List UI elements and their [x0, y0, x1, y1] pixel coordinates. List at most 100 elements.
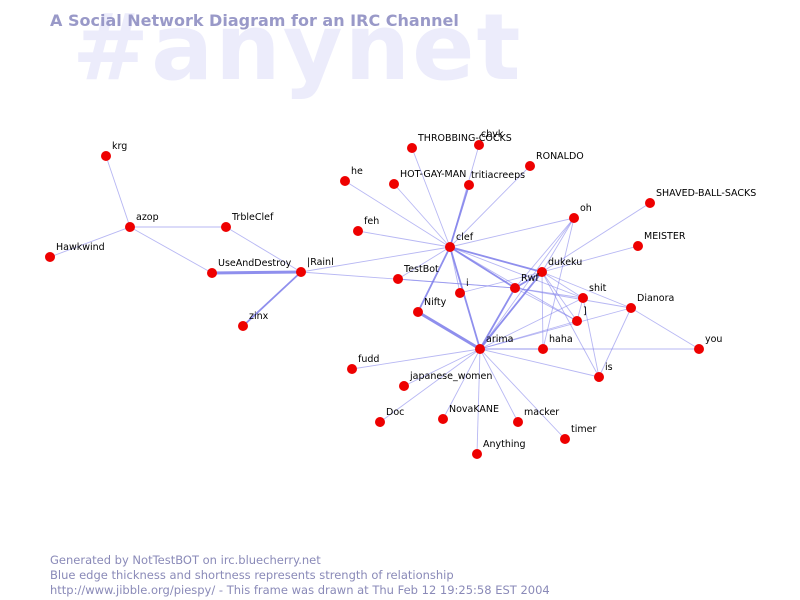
node-label: clef: [456, 232, 474, 243]
node-nifty: Nifty: [413, 297, 447, 317]
node-dot: [475, 344, 485, 354]
node-dot: [537, 267, 547, 277]
node-clef: clef: [445, 232, 474, 252]
node-label: oh: [580, 203, 592, 214]
node-dot: [221, 222, 231, 232]
node-label: haha: [549, 334, 573, 345]
node-dot: [572, 316, 582, 326]
node-zinx: zinx: [238, 311, 269, 331]
node-label: macker: [524, 407, 559, 418]
node-dot: [626, 303, 636, 313]
edge-clef-arima: [449, 246, 481, 350]
node-label: ]: [583, 306, 587, 317]
edge-clef-shit: [449, 246, 584, 299]
node-is: is: [594, 362, 613, 382]
node-dot: [633, 241, 643, 251]
node-dot: [375, 417, 385, 427]
node-label: UseAndDestroy: [218, 258, 292, 269]
node-he: he: [340, 166, 363, 186]
edge-dukeku-dianora: [541, 271, 632, 309]
node-dot: [340, 176, 350, 186]
node-label: zinx: [249, 311, 269, 322]
edge-clef-nifty: [417, 246, 451, 313]
node-layer: krgazopHawkwindTrbleClefUseAndDestroy|Ra…: [45, 129, 756, 459]
edge-trbleclef-rainl: [225, 226, 302, 273]
node-dot: [393, 274, 403, 284]
edge-layer: [49, 144, 700, 455]
node-you: you: [694, 334, 722, 354]
node-dot: [510, 283, 520, 293]
node-label: fudd: [358, 354, 379, 365]
edge-he-clef: [344, 180, 451, 248]
edge-arima-macker: [479, 348, 519, 423]
node-rwf: Rwf: [510, 273, 539, 293]
edge-dianora-is: [598, 307, 632, 378]
node-dot: [472, 449, 482, 459]
node-haha: haha: [538, 334, 573, 354]
node-meister: MEISTER: [633, 231, 686, 251]
edge-ronaldo-clef: [449, 165, 531, 248]
node-dot: [560, 434, 570, 444]
node-useanddestroy: UseAndDestroy: [207, 258, 292, 278]
node-dot: [101, 151, 111, 161]
node-label: Anything: [483, 439, 526, 450]
node-label: feh: [364, 216, 379, 227]
edge-rainl-zinx: [242, 271, 302, 327]
edge-rwf-oh: [514, 217, 575, 289]
node-dot: [399, 381, 409, 391]
edge-oh-haha: [542, 217, 575, 350]
node-dot: [645, 198, 655, 208]
node-feh: feh: [353, 216, 379, 236]
edge-dukeku-shaved: [541, 202, 651, 273]
node-label: Rwf: [521, 273, 539, 284]
node-dot: [525, 161, 535, 171]
node-dot: [238, 321, 248, 331]
node-hawkwind: Hawkwind: [45, 242, 105, 262]
node-dot: [347, 364, 357, 374]
node-dot: [474, 140, 484, 150]
node-label: timer: [571, 424, 596, 435]
node-arima: arima: [475, 334, 513, 354]
edge-rwf-dukeku: [514, 271, 543, 289]
edge-dukeku-haha: [541, 271, 544, 350]
node-doc: Doc: [375, 407, 404, 427]
edge-rwf-bracket: [514, 287, 578, 322]
edge-azop-useanddestroy: [129, 226, 213, 274]
node-dot: [464, 180, 474, 190]
node-label: TestBot: [403, 264, 439, 275]
node-bracket: ]: [572, 306, 587, 326]
footer-source-line: http://www.jibble.org/piespy/ - This fra…: [50, 583, 550, 597]
edge-dukeku-is: [541, 271, 600, 378]
node-dot: [594, 372, 604, 382]
edge-nifty-arima: [417, 310, 481, 351]
edge-arima-oh: [479, 217, 575, 350]
node-dot: [538, 344, 548, 354]
node-label: TrbleClef: [231, 212, 274, 223]
edge-clef-dukeku: [449, 246, 543, 273]
edge-arima-dukeku: [479, 271, 543, 350]
node-dot: [578, 293, 588, 303]
node-label: you: [705, 334, 722, 345]
node-azop: azop: [125, 212, 159, 232]
node-dot: [407, 143, 417, 153]
node-label: RONALDO: [536, 151, 584, 162]
edge-clef-oh: [449, 217, 575, 248]
node-label: arima: [486, 334, 513, 345]
node-dot: [389, 179, 399, 189]
node-tritiacreeps: tritiacreeps: [464, 170, 525, 190]
edge-throbbing-clef: [411, 147, 451, 248]
node-label: THROBBING-COCKS: [417, 133, 512, 144]
node-label: cbvk: [481, 129, 504, 140]
node-fudd: fudd: [347, 354, 379, 374]
node-label: japanese_women: [409, 371, 492, 382]
footer: Generated by NotTestBOT on irc.bluecherr…: [50, 553, 550, 598]
node-throbbing: THROBBING-COCKS: [407, 133, 512, 153]
edge-arima-is: [479, 348, 600, 378]
edge-i-dukeku: [459, 271, 543, 294]
edge-testbot-rwf: [397, 278, 516, 289]
footer-legend-line: Blue edge thickness and shortness repres…: [50, 568, 454, 582]
edge-arima-japanese: [403, 348, 481, 387]
node-cbvk: cbvk: [474, 129, 504, 150]
edge-arima-anything: [476, 348, 481, 455]
edge-arima-timer: [479, 348, 566, 440]
